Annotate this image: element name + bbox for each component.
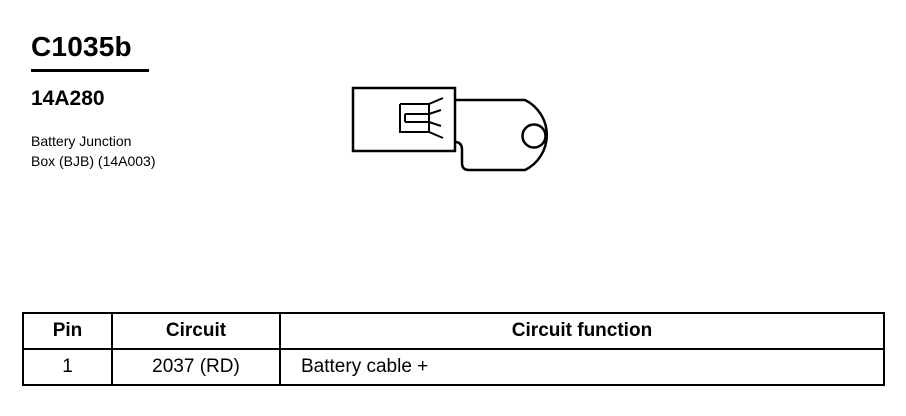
circuit-function-cell: Battery cable + <box>279 348 885 386</box>
connector-description: Battery Junction Box (BJB) (14A003) <box>31 131 231 171</box>
column-header-pin: Pin <box>22 312 113 350</box>
connector-title: C1035b <box>31 31 132 62</box>
table-row: 1 2037 (RD) Battery cable + <box>22 348 885 386</box>
ring-terminal-icon <box>351 86 548 172</box>
description-line-1: Battery Junction <box>31 133 132 149</box>
terminal-housing <box>351 86 457 153</box>
crimp-slot <box>404 109 442 127</box>
terminal-body <box>454 98 548 172</box>
title-underline <box>31 69 149 72</box>
part-number: 14A280 <box>31 87 105 110</box>
description-line-2: Box (BJB) (14A003) <box>31 153 156 169</box>
pin-cell: 1 <box>22 348 113 386</box>
table-header-row: Pin Circuit Circuit function <box>22 312 885 350</box>
column-header-circuit-function: Circuit function <box>279 312 885 350</box>
pin-table: Pin Circuit Circuit function 1 2037 (RD)… <box>22 312 885 386</box>
circuit-cell: 2037 (RD) <box>111 348 281 386</box>
crimp-barrel <box>399 97 444 139</box>
column-header-circuit: Circuit <box>111 312 281 350</box>
mounting-hole <box>521 123 547 149</box>
